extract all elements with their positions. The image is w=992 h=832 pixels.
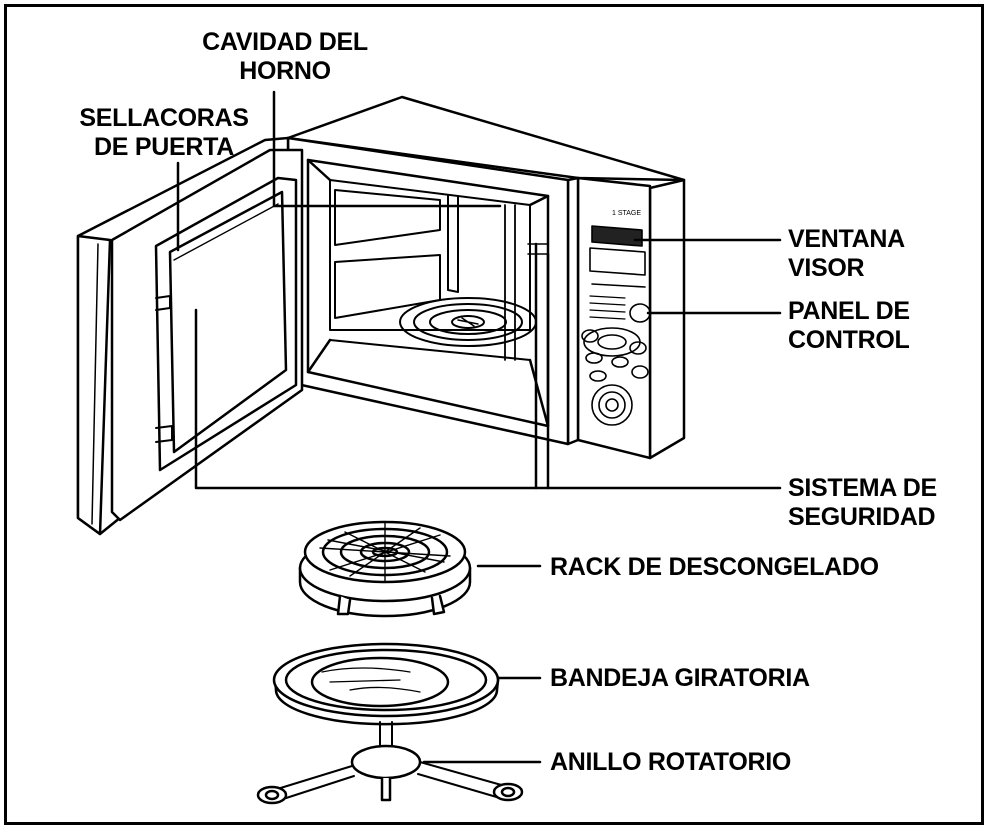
label-control-panel-line1: PANEL DE [788,297,910,325]
defrost-rack [298,520,472,618]
label-door-seals-line2: DE PUERTA [94,133,234,161]
turntable-tray [272,642,500,726]
roller-ring [256,721,524,805]
label-safety-system-line1: SISTEMA DE [788,474,937,502]
label-display-window: VENTANA VISOR [788,225,905,283]
label-roller-ring: ANILLO ROTATORIO [550,748,792,776]
label-safety-system: SISTEMA DE SEGURIDAD [788,474,937,532]
label-oven-cavity-line1: CAVIDAD DEL [202,28,368,56]
label-defrost-rack: RACK DE DESCONGELADO [550,553,879,581]
label-control-panel: PANEL DE CONTROL [788,297,910,355]
label-door-seals-line1: SELLACORAS [79,104,249,132]
label-display-window-line2: VISOR [788,254,865,282]
label-safety-system-line2: SEGURIDAD [788,503,936,531]
leader-lines [176,90,782,764]
label-display-window-line1: VENTANA [788,225,905,253]
control-panel: 1 STAGE [581,210,651,426]
open-door [76,136,304,536]
label-door-seals: SELLACORAS DE PUERTA [64,104,264,162]
label-control-panel-line2: CONTROL [788,326,910,354]
label-turntable: BANDEJA GIRATORIA [550,664,810,692]
label-oven-cavity: CAVIDAD DEL HORNO [195,28,375,86]
label-oven-cavity-line2: HORNO [239,57,331,85]
svg-text:1 STAGE: 1 STAGE [612,210,641,217]
oven-cavity [306,158,550,428]
oven-body [286,95,686,460]
